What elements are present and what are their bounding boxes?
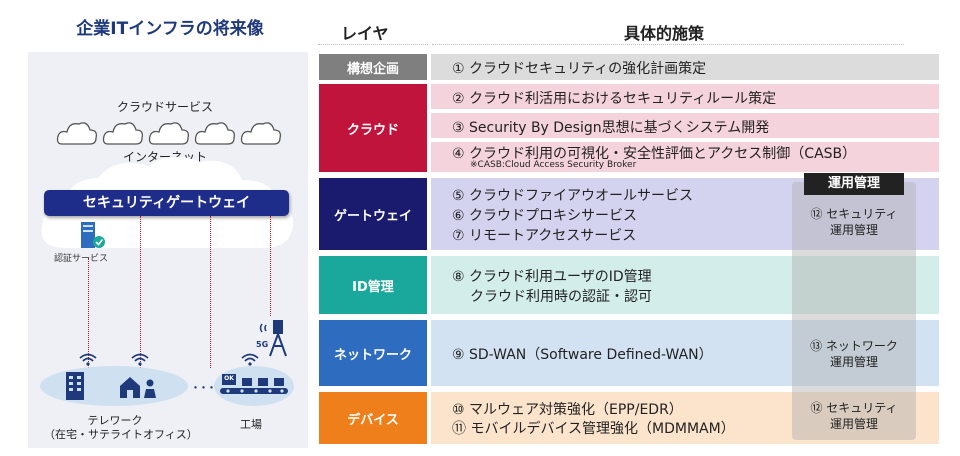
row-background	[431, 113, 939, 138]
operations-item-line: 運用管理	[829, 417, 878, 431]
security-gateway-bar: セキュリティゲートウェイ	[44, 190, 289, 216]
left-panel-title: 企業ITインフラの将来像	[76, 19, 264, 39]
layer-gateway: ゲートウェイ	[319, 178, 427, 250]
measure-item: ⑤ クラウドファイアウオールサービス	[452, 188, 693, 204]
row-background	[431, 84, 939, 109]
row-background	[431, 256, 939, 314]
factory-conveyor-icon	[220, 374, 288, 394]
ok-badge: OK	[224, 375, 234, 382]
operations-item: ⑬ ネットワーク 運用管理	[796, 338, 912, 370]
header-divider	[432, 44, 904, 45]
home-worker-icon	[120, 377, 156, 398]
operations-item-line: 運用管理	[829, 223, 878, 237]
layer-planning: 構想企画	[319, 54, 427, 80]
wifi-icon	[131, 353, 149, 366]
operations-item-line: 運用管理	[829, 355, 878, 369]
measure-item: ⑦ リモートアクセスサービス	[452, 228, 637, 244]
operations-item: ⑫ セキュリティ 運用管理	[796, 206, 912, 238]
operations-item-line: ⑬ ネットワーク	[810, 339, 898, 353]
measure-item: ④ クラウド利用の可視化・安全性評価とアクセス制御（CASB）	[452, 146, 857, 162]
measure-item: ⑥ クラウドプロキシサービス	[452, 208, 638, 224]
cloud-services-label: クラウドサービス	[116, 100, 213, 114]
row-background	[431, 320, 939, 386]
cloud-icon	[102, 122, 144, 145]
row-background	[431, 142, 939, 172]
measure-item: クラウド利用時の認証・認可	[470, 289, 652, 305]
cloud-icon	[148, 122, 190, 145]
cloud-services-icons	[56, 122, 282, 145]
header-divider	[318, 44, 428, 45]
operations-item-line: ⑫ セキュリティ	[810, 207, 898, 221]
measure-item: ② クラウド利活用におけるセキュリティルール策定	[452, 91, 777, 107]
measure-item: ⑪ モバイルデバイス管理強化（MDMMAM）	[452, 421, 735, 437]
row-background	[431, 392, 939, 444]
wifi-icon	[79, 353, 97, 366]
casb-note: ※CASB:Cloud Access Security Broker	[470, 160, 637, 170]
operations-column	[792, 182, 916, 440]
cloud-icon	[194, 122, 236, 145]
connector-line	[140, 216, 141, 368]
measures-header: 具体的施策	[624, 24, 705, 43]
layer-header: レイヤ	[341, 24, 389, 43]
layer-cloud: クラウド	[319, 84, 427, 172]
auth-server-icon	[81, 222, 105, 248]
telework-label: テレワーク	[87, 414, 143, 427]
row-background	[431, 54, 939, 80]
measure-item: ① クラウドセキュリティの強化計画策定	[452, 61, 707, 77]
layer-network: ネットワーク	[319, 320, 427, 386]
layer-device: デバイス	[319, 392, 427, 444]
connector-line	[270, 216, 271, 316]
cloud-icon	[240, 122, 282, 145]
factory-label: 工場	[240, 418, 262, 431]
operations-item-line: ⑫ セキュリティ	[810, 401, 898, 415]
cloud-icon	[56, 122, 98, 145]
measure-item: ⑨ SD-WAN（Software Defined-WAN）	[452, 347, 713, 363]
operations-item: ⑫ セキュリティ 運用管理	[796, 400, 912, 432]
telework-area	[40, 366, 188, 406]
layer-id-management: ID管理	[319, 256, 427, 314]
auth-service-label: 認証サービス	[54, 254, 109, 264]
ellipsis-dots: ･･･	[192, 381, 216, 397]
measure-item: ③ Security By Design思想に基づくシステム開発	[452, 120, 770, 136]
office-building-icon	[66, 372, 84, 400]
wifi-icon	[241, 353, 259, 366]
operations-header: 運用管理	[804, 173, 904, 195]
connector-line	[210, 216, 211, 368]
telework-sub-label: （在宅・サテライトオフィス）	[44, 428, 198, 441]
measure-item: ⑧ クラウド利用ユーザのID管理	[452, 269, 652, 285]
5g-tower-icon	[259, 320, 287, 357]
connector-line	[88, 258, 89, 368]
measure-item: ⑩ マルウェア対策強化（EPP/EDR）	[452, 402, 683, 418]
5g-label: 5G	[256, 340, 269, 349]
